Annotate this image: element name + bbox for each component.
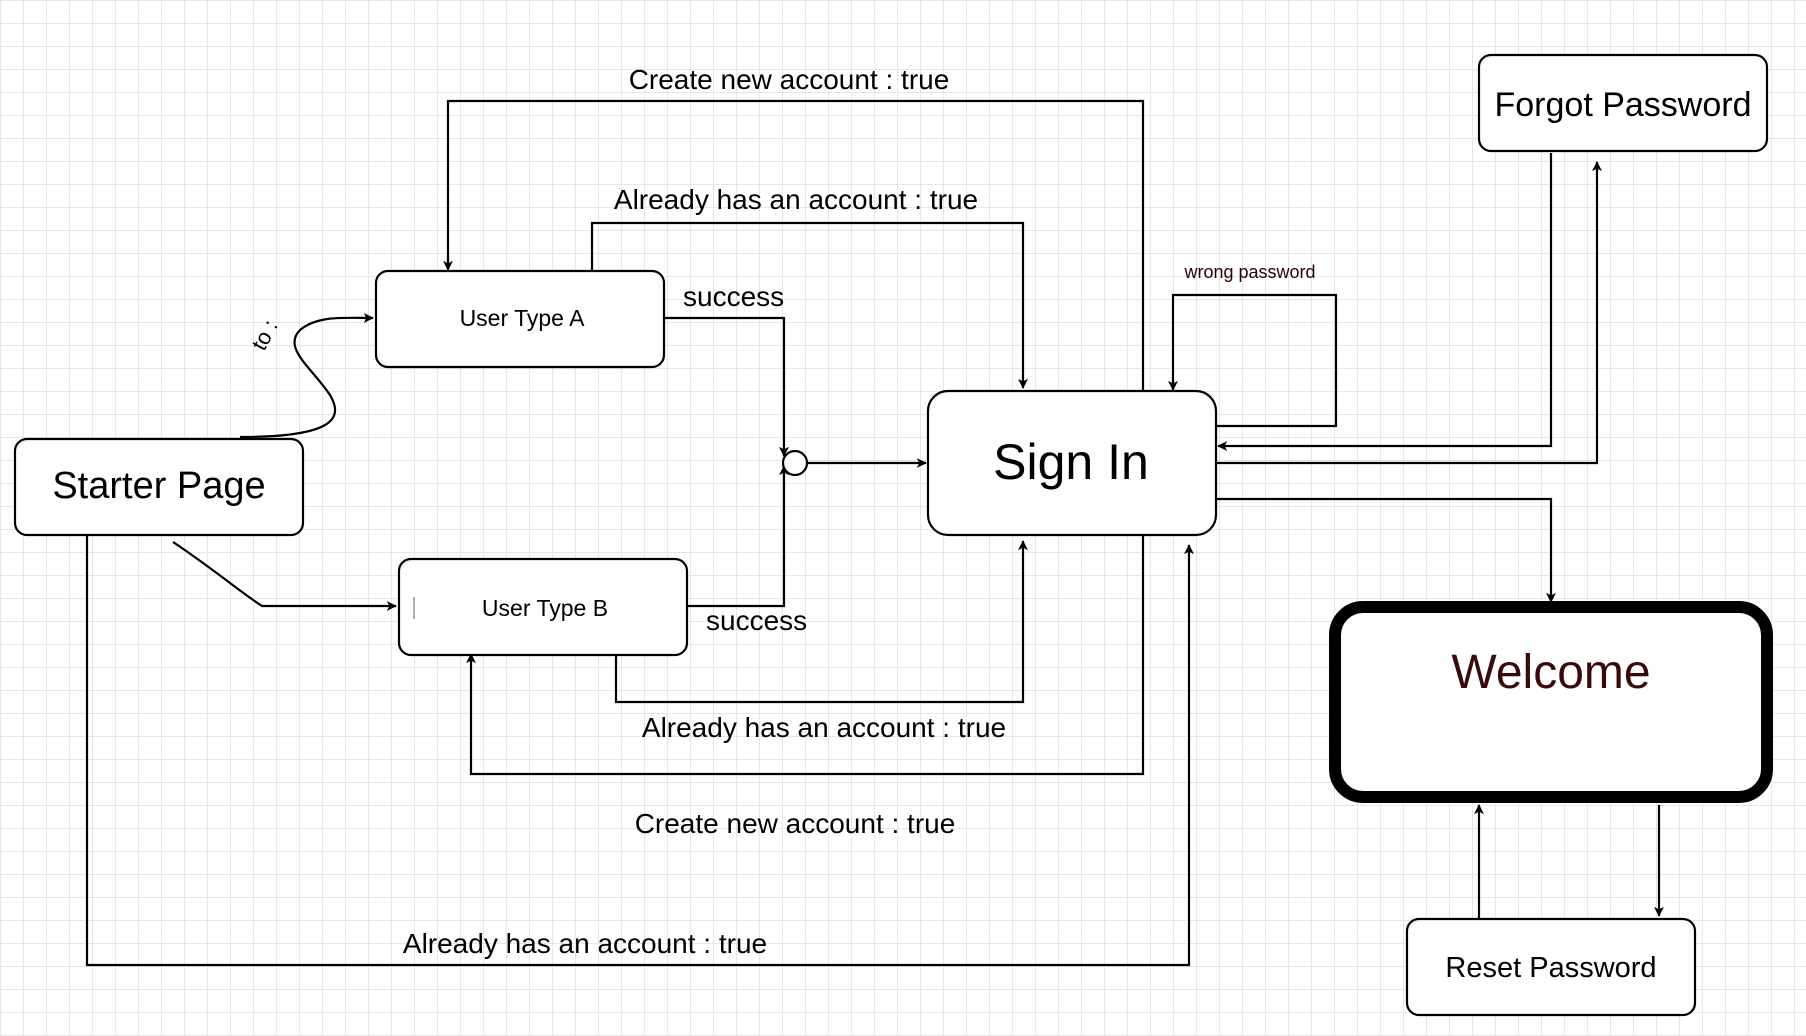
label-create-account-top: Create new account : true (629, 64, 950, 95)
node-user-type-b: User Type B (397, 557, 689, 657)
label-create-account-bottom: Create new account : true (635, 808, 956, 839)
edge-wrong-password-loop (1168, 293, 1338, 428)
node-forgot-password-label: Forgot Password (1495, 86, 1752, 124)
edge-sign-in-to-welcome (1215, 497, 1556, 603)
node-forgot-password: Forgot Password (1477, 53, 1769, 153)
label-to: to : (246, 316, 282, 355)
edge-success-a (662, 316, 789, 457)
edge-starter-to-user-b (172, 541, 397, 611)
edge-already-account-top (590, 221, 1028, 389)
edge-success-b (686, 465, 789, 608)
edge-sign-in-to-forgot (1215, 161, 1602, 465)
label-already-account-bottom: Already has an account : true (403, 928, 767, 959)
edge-already-account-mid (614, 540, 1028, 704)
edge-already-account-bottom (85, 535, 1194, 967)
node-user-type-a: User Type A (374, 269, 666, 369)
label-success-b: success (706, 605, 807, 636)
label-already-account-mid: Already has an account : true (642, 712, 1006, 743)
label-wrong-password: wrong password (1183, 262, 1315, 282)
node-sign-in-label: Sign In (993, 434, 1149, 490)
edge-forgot-to-sign-in (1217, 153, 1553, 451)
node-user-type-a-label: User Type A (460, 305, 586, 331)
edge-create-account-top (443, 99, 1145, 390)
node-user-type-b-label: User Type B (482, 595, 608, 621)
edge-starter-to-user-a (239, 312, 374, 439)
label-already-account-top: Already has an account : true (614, 184, 978, 215)
node-sign-in: Sign In (926, 389, 1218, 537)
label-success-a: success (683, 281, 784, 312)
node-welcome: Welcome (1329, 601, 1773, 803)
node-welcome-label: Welcome (1451, 646, 1650, 699)
merge-junction (781, 449, 809, 477)
node-starter-page-label: Starter Page (52, 465, 265, 507)
node-reset-password: Reset Password (1405, 917, 1697, 1017)
node-starter-page: Starter Page (13, 437, 305, 537)
edge-create-account-bottom (466, 535, 1145, 776)
node-reset-password-label: Reset Password (1445, 952, 1656, 984)
